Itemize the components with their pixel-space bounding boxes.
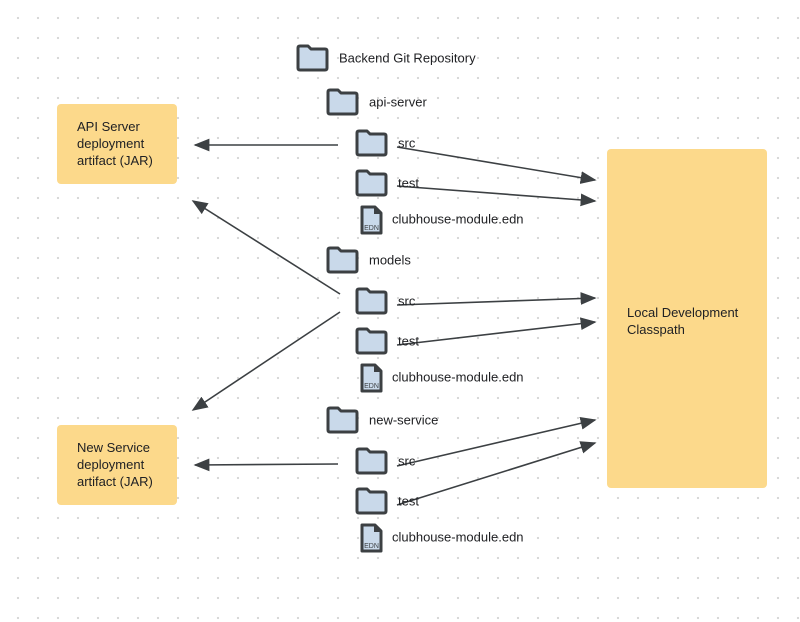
svg-text:EDN: EDN <box>364 383 379 390</box>
file-label: clubhouse-module.edn <box>392 529 524 545</box>
folder-icon <box>355 327 388 360</box>
folder-label: src <box>398 453 416 469</box>
svg-text:EDN: EDN <box>364 543 379 550</box>
folder-icon <box>355 447 388 480</box>
arrow <box>191 311 341 411</box>
folder-icon <box>326 246 359 279</box>
folder-label: test <box>398 493 419 509</box>
folder-label: new-service <box>369 412 439 428</box>
folder-icon <box>355 129 388 162</box>
folder-label: api-server <box>369 94 427 110</box>
api-server-artifact-box: API Server deployment artifact (JAR) <box>57 104 177 184</box>
folder-label: src <box>398 293 416 309</box>
folder-label: models <box>369 252 411 268</box>
svg-text:EDN: EDN <box>364 225 379 232</box>
new-service-artifact-box: New Service deployment artifact (JAR) <box>57 425 177 505</box>
arrow <box>396 417 597 467</box>
local-classpath-box: Local Development Classpath <box>607 149 767 488</box>
file-label: clubhouse-module.edn <box>392 211 524 227</box>
arrow <box>193 458 339 472</box>
arrow <box>396 317 597 346</box>
file-icon: EDN <box>360 205 383 240</box>
folder-label: test <box>398 175 419 191</box>
file-icon: EDN <box>360 523 383 558</box>
arrow <box>191 200 341 295</box>
folder-icon <box>355 169 388 202</box>
folder-icon <box>355 287 388 320</box>
folder-label: test <box>398 333 419 349</box>
arrow <box>396 441 597 506</box>
arrow <box>396 146 597 184</box>
arrow <box>396 185 597 207</box>
file-icon: EDN <box>360 363 383 398</box>
folder-label: src <box>398 135 416 151</box>
folder-icon <box>326 88 359 121</box>
folder-icon <box>296 44 329 77</box>
folder-icon <box>355 487 388 520</box>
folder-icon <box>326 406 359 439</box>
file-label: clubhouse-module.edn <box>392 369 524 385</box>
arrow <box>396 292 597 306</box>
folder-label: Backend Git Repository <box>339 50 476 66</box>
